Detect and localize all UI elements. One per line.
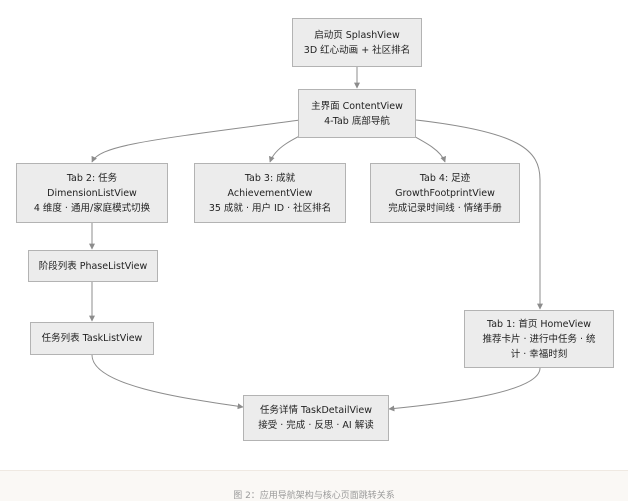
node-achievement-name: AchievementView — [227, 187, 313, 199]
caption-band — [0, 470, 628, 501]
node-dimension-tab: Tab 2: 任务 — [66, 172, 118, 184]
edge-home-to-taskdetail — [388, 367, 541, 412]
edge-tasklist-to-taskdetail — [91, 354, 244, 410]
node-achievement-tab: Tab 3: 成就 — [244, 172, 296, 184]
node-achievement-desc: 35 成就 · 用户 ID · 社区排名 — [208, 202, 332, 214]
node-dimension-desc: 4 维度 · 通用/家庭模式切换 — [33, 202, 151, 214]
node-dimension-list-view: Tab 2: 任务 DimensionListView 4 维度 · 通用/家庭… — [16, 163, 168, 223]
node-footprint-name: GrowthFootprintView — [395, 187, 495, 199]
node-home-desc-2: 计 · 幸福时刻 — [510, 348, 568, 360]
figure-caption: 图 2：应用导航架构与核心页面跳转关系 — [233, 491, 395, 501]
node-splash-desc: 3D 红心动画 + 社区排名 — [303, 44, 411, 56]
node-home-tab: Tab 1: 首页 HomeView — [487, 318, 591, 330]
edge-content-to-home — [415, 119, 543, 310]
node-task-list-view: 任务列表 TaskListView — [30, 322, 154, 355]
node-taskdetail-title: 任务详情 TaskDetailView — [259, 405, 373, 416]
node-dimension-name: DimensionListView — [47, 187, 137, 199]
node-content-view: 主界面 ContentView 4-Tab 底部导航 — [298, 89, 416, 138]
node-content-title: 主界面 ContentView — [311, 100, 403, 112]
node-phase-title: 阶段列表 PhaseListView — [38, 260, 148, 272]
edge-content-to-dimension — [91, 119, 301, 163]
node-home-view: Tab 1: 首页 HomeView 推荐卡片 · 进行中任务 · 统 计 · … — [464, 310, 614, 368]
node-phase-list-view: 阶段列表 PhaseListView — [28, 250, 158, 282]
node-home-desc-1: 推荐卡片 · 进行中任务 · 统 — [482, 333, 596, 345]
node-achievement-view: Tab 3: 成就 AchievementView 35 成就 · 用户 ID … — [194, 163, 346, 223]
node-task-detail-view: 任务详情 TaskDetailView 接受 · 完成 · 反思 · AI 解读 — [243, 395, 389, 441]
navigation-diagram: 启动页 SplashView 3D 红心动画 + 社区排名 主界面 Conten… — [16, 18, 614, 441]
node-footprint-tab: Tab 4: 足迹 — [419, 172, 471, 184]
node-footprint-desc: 完成记录时间线 · 情绪手册 — [388, 202, 502, 214]
node-splash-view: 启动页 SplashView 3D 红心动画 + 社区排名 — [292, 18, 422, 67]
node-growth-footprint-view: Tab 4: 足迹 GrowthFootprintView 完成记录时间线 · … — [370, 163, 520, 223]
node-splash-title: 启动页 SplashView — [314, 29, 400, 41]
node-taskdetail-desc: 接受 · 完成 · 反思 · AI 解读 — [258, 420, 374, 431]
node-tasklist-title: 任务列表 TaskListView — [41, 333, 143, 344]
node-content-desc: 4-Tab 底部导航 — [324, 115, 390, 127]
